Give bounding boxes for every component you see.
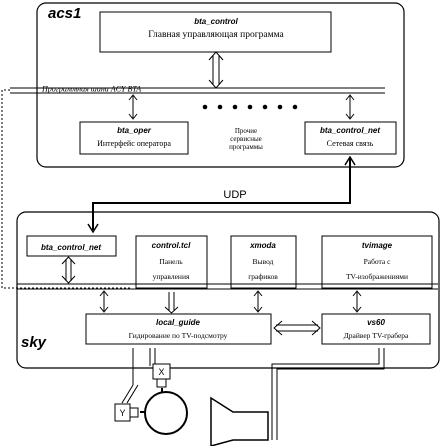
sky-software-bus	[17, 283, 438, 290]
xmoda-line1: Вывод	[253, 257, 274, 266]
bus-oper-arrow	[128, 94, 138, 120]
bus-dashed-loop	[1, 89, 130, 289]
bta-control-bus-arrow	[208, 51, 224, 89]
xmoda-box	[230, 235, 297, 289]
bta-oper-desc: Интерфейс оператора	[97, 139, 171, 148]
bta-control-name: bta_control	[194, 17, 238, 26]
bus-local-guide-arrow-3	[253, 290, 263, 313]
vs60-box	[321, 313, 431, 345]
sky-bta-control-net-box	[26, 235, 117, 257]
svg-text:Прочие: Прочие	[235, 127, 257, 135]
xmoda-name: xmoda	[249, 241, 276, 250]
bus-vs60-arrow	[352, 290, 362, 313]
bta-oper-box	[79, 121, 189, 155]
udp-arrow-bottom	[87, 223, 99, 234]
bus-label: Программная шина ACY BTA	[41, 85, 141, 94]
acs1-host-label: acs1	[48, 5, 81, 22]
local-guide-name: local_guide	[156, 318, 201, 327]
control-tcl-name: control.tcl	[152, 241, 191, 250]
sky-net-bus-arrow	[61, 256, 76, 284]
telescope-drive	[121, 348, 188, 435]
bus-local-guide-arrow-1	[99, 290, 109, 313]
tv-camera	[210, 348, 385, 446]
local-guide-desc: Гидирование по TV-подсмотру	[129, 331, 228, 340]
bta-control-desc: Главная управляющая программа	[148, 30, 284, 40]
tvimage-line2: TV-изображениями	[346, 272, 408, 281]
other-programs-label: Прочие сервисные программы	[229, 127, 263, 151]
bta-oper-name: bta_oper	[117, 126, 152, 135]
acs1-host-frame	[36, 2, 405, 168]
motor-y: Y	[114, 403, 139, 422]
acs1-bta-control-net-desc: Сетевая связь	[327, 139, 374, 148]
acs1-bta-control-net-box	[304, 121, 397, 155]
motor-y-label: Y	[119, 408, 125, 418]
telescope-wheel	[144, 391, 188, 435]
vs60-desc: Драйвер TV-грабера	[344, 331, 409, 340]
xmoda-line2: графиков	[248, 272, 278, 281]
svg-text:сервисные: сервисные	[230, 135, 262, 143]
software-bus	[10, 87, 385, 94]
svg-text:программы: программы	[229, 143, 263, 151]
tvimage-name: tvimage	[362, 241, 393, 250]
local-guide-box	[85, 313, 272, 345]
vs60-name: vs60	[367, 318, 385, 327]
bus-net-arrow	[345, 94, 355, 120]
local-guide-vs60-arrow	[273, 320, 321, 336]
sky-host-frame	[16, 211, 440, 369]
control-tcl-box	[135, 235, 208, 289]
tvimage-line1: Работа с	[364, 257, 392, 266]
bus-local-guide-arrow-2	[164, 292, 179, 314]
control-tcl-line1: Панель	[159, 257, 183, 266]
acs1-bta-control-net-name: bta_control_net	[320, 126, 380, 135]
motor-x-label: X	[158, 367, 164, 377]
ellipsis-dots	[202, 104, 298, 110]
udp-label: UDP	[223, 189, 246, 201]
tvimage-box	[321, 235, 433, 289]
tv-camera-body	[210, 396, 269, 446]
sky-bta-control-net-name: bta_control_net	[41, 243, 101, 252]
control-tcl-line2: управления	[153, 272, 190, 281]
motor-x: X	[152, 363, 171, 388]
udp-arrow-top	[344, 155, 356, 166]
udp-link	[92, 157, 351, 230]
sky-host-label: sky	[21, 334, 47, 351]
